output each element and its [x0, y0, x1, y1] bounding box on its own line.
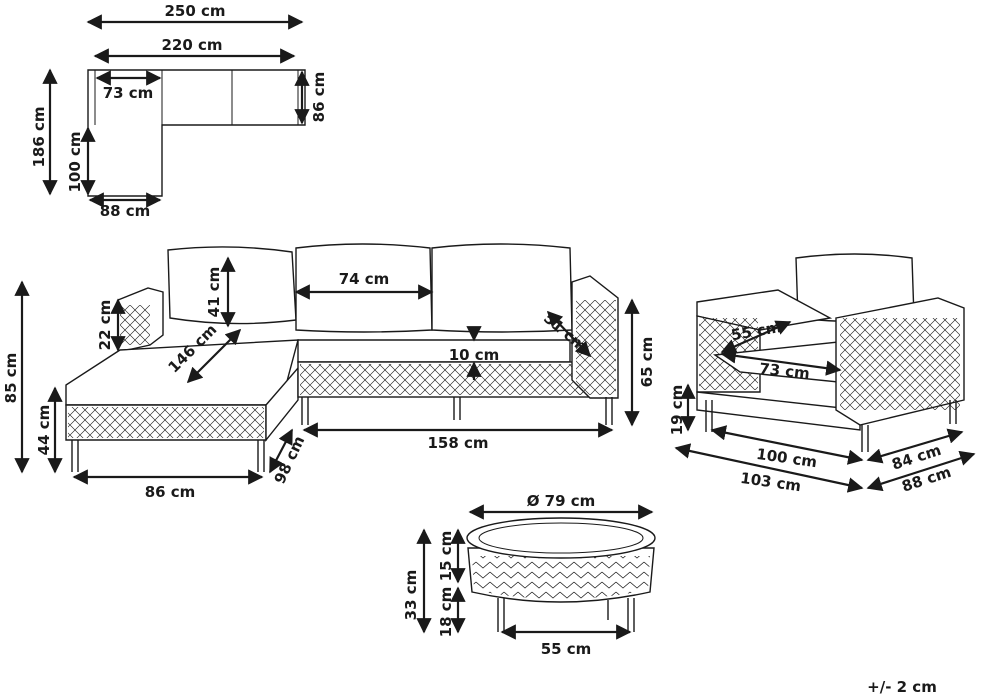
label-sofa-length: 158 cm [427, 434, 488, 452]
label-leg-height: 19 cm [668, 385, 686, 436]
label-top-height: 15 cm [437, 531, 455, 582]
dim-88-armchair [866, 450, 976, 492]
label-back-height: 65 cm [638, 337, 656, 388]
chaise-side [265, 366, 299, 442]
coffee-table: Ø 79 cm 33 cm 15 cm 18 cm 55 cm [402, 492, 656, 658]
label-total-height: 33 cm [402, 570, 420, 621]
dim-55-seat [720, 320, 792, 354]
dim-98 [269, 428, 293, 474]
label-seat-thickness: 10 cm [449, 346, 500, 364]
dim-73-seat [720, 348, 842, 376]
label-sofa-depth: 86 cm [310, 72, 328, 123]
table-weave [472, 556, 650, 599]
main-seat-cushion [297, 339, 571, 363]
label-overall-width: 250 cm [164, 2, 225, 20]
label-backrest-height: 41 cm [205, 267, 223, 318]
label-chaise-inner: 73 cm [103, 84, 154, 102]
label-chaise-front-width: 86 cm [145, 483, 196, 501]
armchair: 55 cm 73 cm 19 cm 100 cm 103 cm 84 cm 88… [668, 253, 976, 496]
dim-51 [546, 310, 592, 358]
back-cushion-middle [295, 243, 433, 333]
tolerance-note: +/- 2 cm [867, 678, 937, 696]
label-chaise-width: 88 cm [100, 202, 151, 220]
armchair-right-weave [840, 318, 960, 410]
label-cushion-width: 74 cm [339, 270, 390, 288]
label-leg-height: 18 cm [437, 587, 455, 638]
label-diameter: Ø 79 cm [527, 492, 596, 510]
main-weave [300, 364, 614, 395]
label-total-height: 85 cm [2, 353, 20, 404]
plan-view: 250 cm 220 cm 73 cm 186 cm 100 cm 88 cm … [30, 2, 328, 220]
label-armrest-height: 22 cm [96, 300, 114, 351]
label-sofa-width: 220 cm [161, 36, 222, 54]
back-cushion-left [167, 246, 297, 325]
label-total-depth: 186 cm [30, 106, 48, 167]
label-base-width: 55 cm [541, 640, 592, 658]
label-seat-height: 44 cm [35, 405, 53, 456]
label-seat-width: 73 cm [758, 359, 810, 382]
label-chaise-extension: 100 cm [66, 131, 84, 192]
chaise-weave [68, 407, 264, 438]
dim-103 [674, 443, 864, 493]
corner-sofa: 85 cm 44 cm 22 cm 41 cm 146 cm 74 cm 10 … [2, 243, 656, 501]
table-top-inner [478, 522, 644, 554]
dim-146 [186, 328, 242, 384]
arm-weave [120, 305, 150, 345]
table-top [466, 517, 656, 559]
